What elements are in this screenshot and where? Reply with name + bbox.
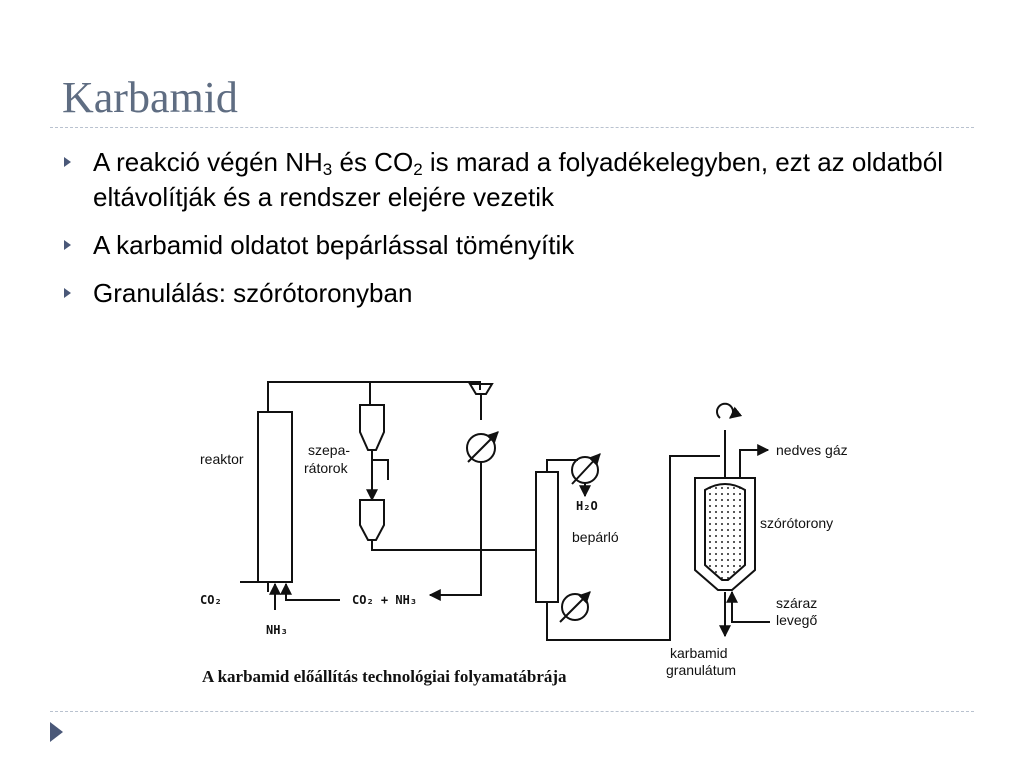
cyclone-head	[468, 383, 494, 395]
label-ratorok: rátorok	[304, 460, 349, 476]
label-beparlo: bepárló	[572, 529, 619, 545]
label-co2: CO₂	[200, 593, 222, 607]
label-nh3: NH₃	[266, 623, 288, 637]
label-szaraz: száraz	[776, 595, 817, 611]
bullet-text: Granulálás: szórótoronyban	[93, 278, 413, 308]
separator-bottom-line	[371, 540, 530, 551]
title-divider	[50, 127, 974, 128]
wet-gas-line	[739, 444, 770, 478]
footer-divider	[50, 711, 974, 712]
bullet-item: Granulálás: szórótoronyban	[60, 276, 960, 311]
bullet-arrow-icon	[64, 288, 71, 298]
label-szorotorony: szórótorony	[760, 515, 833, 531]
label-nedves-gaz: nedves gáz	[776, 442, 848, 458]
separator-link	[371, 450, 389, 480]
evaporator-column	[535, 471, 559, 603]
process-flow-svg: reaktor szepa- rátorok CO₂ NH₃ CO₂ + NH₃…	[200, 381, 848, 686]
heat-exchanger-3	[561, 593, 589, 621]
bullet-arrow-icon	[64, 157, 71, 167]
process-flow-diagram: reaktor szepa- rátorok CO₂ NH₃ CO₂ + NH₃…	[180, 360, 880, 700]
bullet-arrow-icon	[64, 240, 71, 250]
spray-tower-inner	[704, 483, 746, 581]
spray-tower	[694, 477, 756, 591]
bullet-list: A reakció végén NH3 és CO2 is marad a fo…	[60, 145, 960, 324]
next-slide-arrow-icon[interactable]	[50, 722, 63, 742]
diagram-caption: A karbamid előállítás technológiai folya…	[202, 667, 567, 686]
label-szepa: szepa-	[308, 442, 350, 458]
bullet-text: A karbamid oldatot bepárlással töményíti…	[93, 230, 575, 260]
label-reaktor: reaktor	[200, 451, 244, 467]
bullet-item: A karbamid oldatot bepárlással töményíti…	[60, 228, 960, 263]
co2-feed	[240, 581, 269, 592]
label-co2-nh3: CO₂ + NH₃	[352, 593, 417, 607]
evaporator-outlet	[546, 455, 720, 641]
label-h2o: H₂O	[576, 499, 598, 513]
reactor-overhead-line	[267, 381, 481, 412]
label-levego: levegő	[776, 612, 817, 628]
label-granulatum: granulátum	[666, 662, 736, 678]
separator-1	[359, 404, 385, 451]
dry-air-line	[726, 590, 770, 623]
separator-2	[359, 499, 385, 541]
slide-title: Karbamid	[62, 73, 238, 122]
label-karbamid: karbamid	[670, 645, 728, 661]
bullet-text: A reakció végén NH3 és CO2 is marad a fo…	[93, 147, 943, 212]
reactor-column	[257, 411, 293, 583]
bullet-item: A reakció végén NH3 és CO2 is marad a fo…	[60, 145, 960, 215]
recycle-feed	[280, 582, 340, 601]
